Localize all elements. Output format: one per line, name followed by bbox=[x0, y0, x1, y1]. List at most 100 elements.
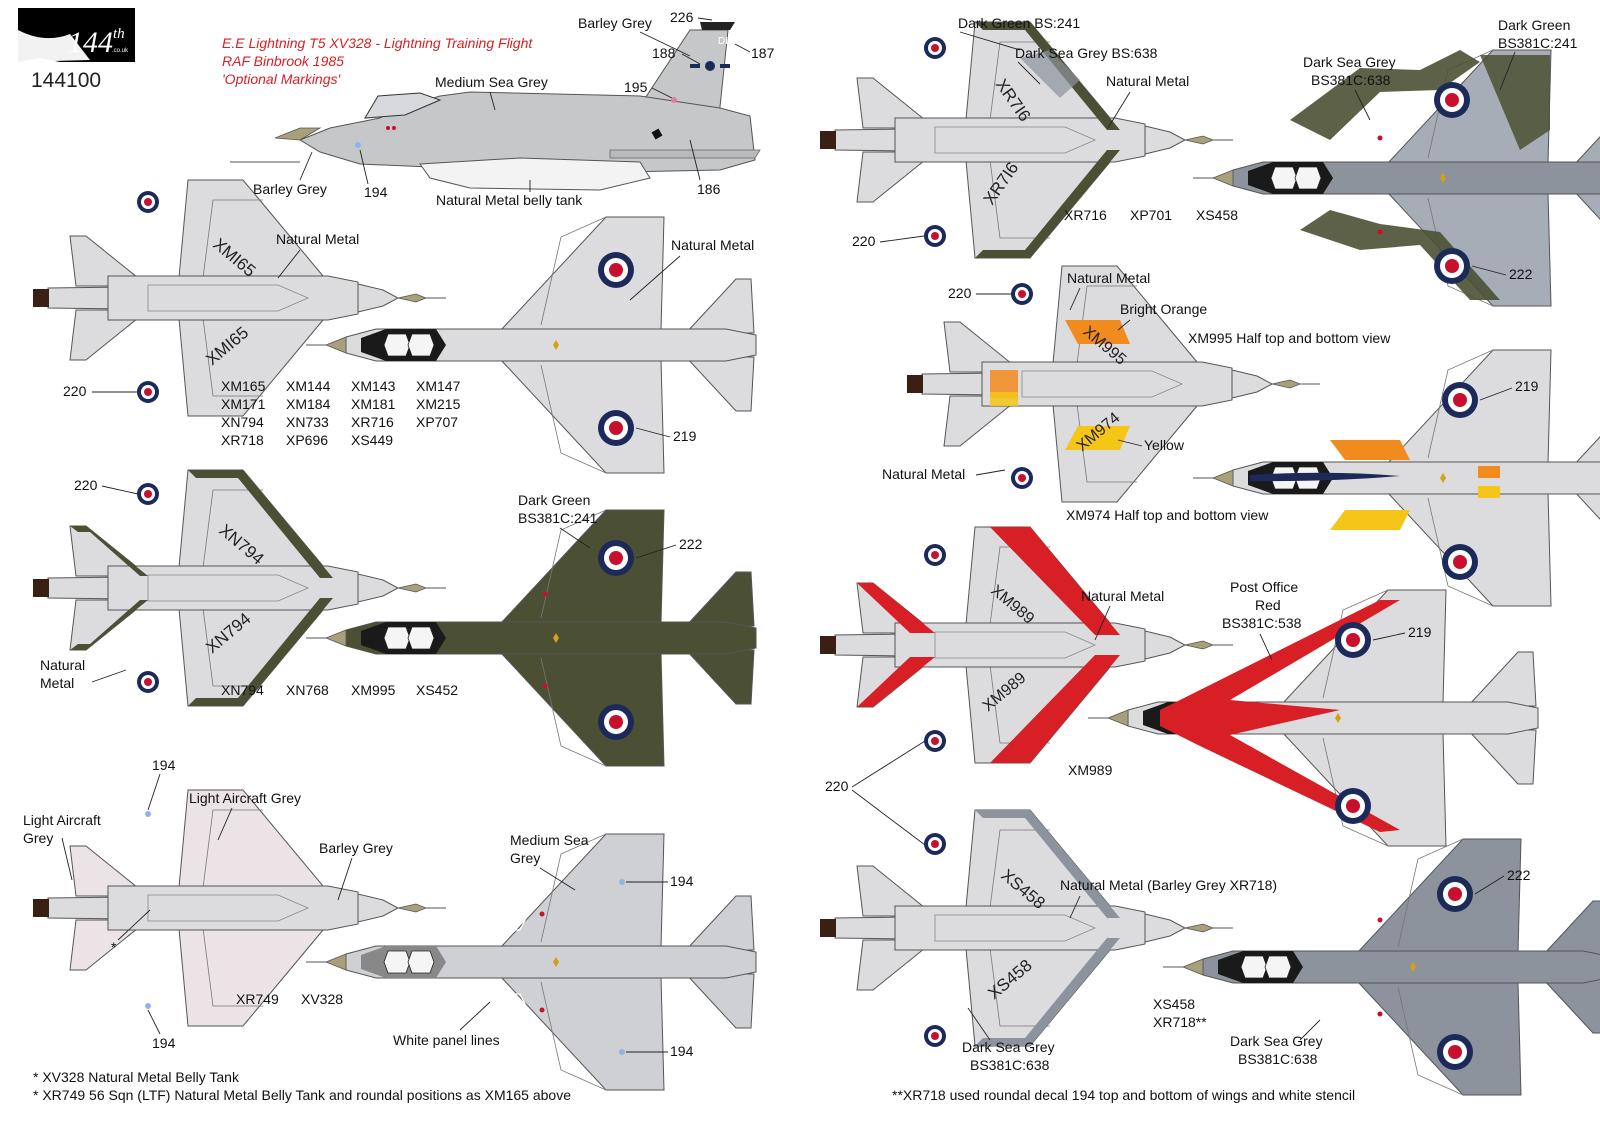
r2-roundel-top bbox=[1442, 382, 1478, 418]
r3-roundel-bottom-under bbox=[924, 730, 946, 752]
r1-roundel-top bbox=[1434, 82, 1470, 118]
r4-label-dsg-1a: Dark Sea Grey bbox=[962, 1039, 1055, 1055]
s2-label-natural-metal-2: Metal bbox=[40, 675, 74, 691]
r2-blue-spine bbox=[1250, 472, 1400, 482]
s3-serial: XR749 bbox=[236, 991, 279, 1007]
r1-label-dark-sea-grey-bs: Dark Sea Grey BS:638 bbox=[1015, 45, 1158, 61]
decal-194 bbox=[355, 142, 361, 148]
num-195: 195 bbox=[624, 79, 648, 95]
r4-roundel-top-under bbox=[924, 833, 946, 855]
s1-label-natural-metal-under: Natural Metal bbox=[276, 231, 359, 247]
num-194: 194 bbox=[364, 184, 388, 200]
s1-serial: XM171 bbox=[221, 396, 266, 412]
s2-roundel-bottom bbox=[598, 704, 634, 740]
logo-sup: th bbox=[113, 26, 125, 42]
s2-serial: XN768 bbox=[286, 682, 329, 698]
r1-num-222: 222 bbox=[1509, 266, 1533, 282]
s1-serial: XM215 bbox=[416, 396, 461, 412]
r3-roundel-top-under bbox=[924, 544, 946, 566]
s1-serial: XM144 bbox=[286, 378, 331, 394]
r1-label-dark-sea-grey-1: Dark Sea Grey bbox=[1303, 54, 1396, 70]
s1-roundel-top-under bbox=[137, 191, 159, 213]
s3-label-light-aircraft-grey: Light Aircraft Grey bbox=[189, 790, 301, 806]
r1-label-natural-metal: Natural Metal bbox=[1106, 73, 1189, 89]
s1-num-220: 220 bbox=[63, 383, 87, 399]
profile-canopy bbox=[364, 92, 442, 119]
s2-serial: XM995 bbox=[351, 682, 396, 698]
r3-roundel-top bbox=[1335, 622, 1371, 658]
num-187: 187 bbox=[751, 45, 775, 61]
s2-roundel-top bbox=[598, 540, 634, 576]
s1-serial: XS449 bbox=[351, 432, 393, 448]
r2-num-220: 220 bbox=[948, 285, 972, 301]
s1-num-219: 219 bbox=[673, 428, 697, 444]
s1-label-natural-metal-top: Natural Metal bbox=[671, 237, 754, 253]
r4-label-dsg-1b: BS381C:638 bbox=[970, 1057, 1050, 1073]
s3-label-msg-1: Medium Sea bbox=[510, 832, 589, 848]
r3-num-220: 220 bbox=[825, 778, 849, 794]
s3-num-194-r1: 194 bbox=[670, 873, 694, 889]
r3-label-po-red-3: BS381C:538 bbox=[1222, 615, 1302, 631]
r3-red-bottom bbox=[990, 655, 1120, 763]
s2-label-dark-green-2: BS381C:241 bbox=[518, 510, 598, 526]
s2-wing-edge-top bbox=[188, 470, 333, 578]
sheet-subtitle: RAF Binbrook 1985 bbox=[222, 53, 344, 69]
label-barley-grey-fin: Barley Grey bbox=[578, 15, 652, 31]
r1-roundel-bottom bbox=[1434, 248, 1470, 284]
s3-label-msg-2: Grey bbox=[510, 850, 540, 866]
logo-text: 144 bbox=[68, 26, 113, 59]
sheet-note: 'Optional Markings' bbox=[222, 71, 342, 87]
r1-serial-row: XR716 XP701 XS458 bbox=[1064, 207, 1238, 223]
s2-label-dark-green-1: Dark Green bbox=[518, 492, 590, 508]
r1-roundel-bottom-under bbox=[924, 225, 946, 247]
r2-roundel-bottom-under bbox=[1011, 467, 1033, 489]
r1-label-dark-green-2: BS381C:241 bbox=[1498, 35, 1578, 51]
r1-label-dark-green-bs: Dark Green BS:241 bbox=[958, 15, 1080, 31]
profile-view: DI bbox=[230, 22, 761, 191]
s1-serial-table: XM165 XM144 XM143 XM147 XM171 XM184 XM18… bbox=[221, 378, 461, 448]
r4-label-dsg-2b: BS381C:638 bbox=[1238, 1051, 1318, 1067]
r2-roundel-top-under bbox=[1011, 283, 1033, 305]
fin-badge bbox=[705, 61, 715, 71]
r1-label-dark-sea-grey-2: BS381C:638 bbox=[1311, 72, 1391, 88]
s2-roundel-top-under bbox=[137, 483, 159, 505]
r3-label-natural-metal: Natural Metal bbox=[1081, 588, 1164, 604]
s3-serial: XV328 bbox=[301, 991, 343, 1007]
s1-serial: XM143 bbox=[351, 378, 396, 394]
r1-serial: XS458 bbox=[1196, 207, 1238, 223]
r4-serial: XS458 bbox=[1153, 996, 1195, 1012]
decal-195 bbox=[671, 97, 677, 103]
r3-num-219: 219 bbox=[1408, 624, 1432, 640]
r3-roundel-bottom bbox=[1335, 788, 1371, 824]
s3-num-194-r2: 194 bbox=[670, 1043, 694, 1059]
footnote-left-2: * XR749 56 Sqn (LTF) Natural Metal Belly… bbox=[33, 1087, 571, 1103]
r2-roundel-bottom bbox=[1442, 544, 1478, 580]
r4-serial: XR718** bbox=[1153, 1014, 1207, 1030]
r3-red-arrow bbox=[1160, 600, 1400, 832]
product-code: 144100 bbox=[31, 69, 101, 92]
r4-serial-col: XS458 XR718** bbox=[1153, 996, 1207, 1030]
r2-num-219: 219 bbox=[1515, 378, 1539, 394]
s2-wing-edge-bottom bbox=[188, 598, 333, 706]
r2-orange-band bbox=[1065, 320, 1130, 344]
white-panel-lines bbox=[420, 849, 561, 1075]
brand-logo: 144 th .co.uk bbox=[18, 8, 135, 62]
r3-serial: XM989 bbox=[1068, 762, 1113, 778]
r3-label-po-red-1: Post Office bbox=[1230, 579, 1298, 595]
r4-label-dsg-2a: Dark Sea Grey bbox=[1230, 1033, 1323, 1049]
num-188: 188 bbox=[652, 45, 676, 61]
label-medium-sea-grey: Medium Sea Grey bbox=[435, 74, 548, 90]
r4-roundel-bottom-under bbox=[924, 1025, 946, 1047]
num-226: 226 bbox=[670, 9, 694, 25]
s1-serial: XP696 bbox=[286, 432, 328, 448]
s1-serial: XR716 bbox=[351, 414, 394, 430]
s1-roundel-bottom-under bbox=[137, 381, 159, 403]
label-barley-grey-nose: Barley Grey bbox=[253, 181, 327, 197]
s1-serial: XM165 bbox=[221, 378, 266, 394]
r4-label-natural-metal: Natural Metal (Barley Grey XR718) bbox=[1060, 877, 1277, 893]
logo-small: .co.uk bbox=[112, 48, 129, 54]
r2-yellow-band bbox=[1065, 426, 1130, 450]
r4-num-222: 222 bbox=[1507, 867, 1531, 883]
belly-tank bbox=[419, 157, 651, 191]
